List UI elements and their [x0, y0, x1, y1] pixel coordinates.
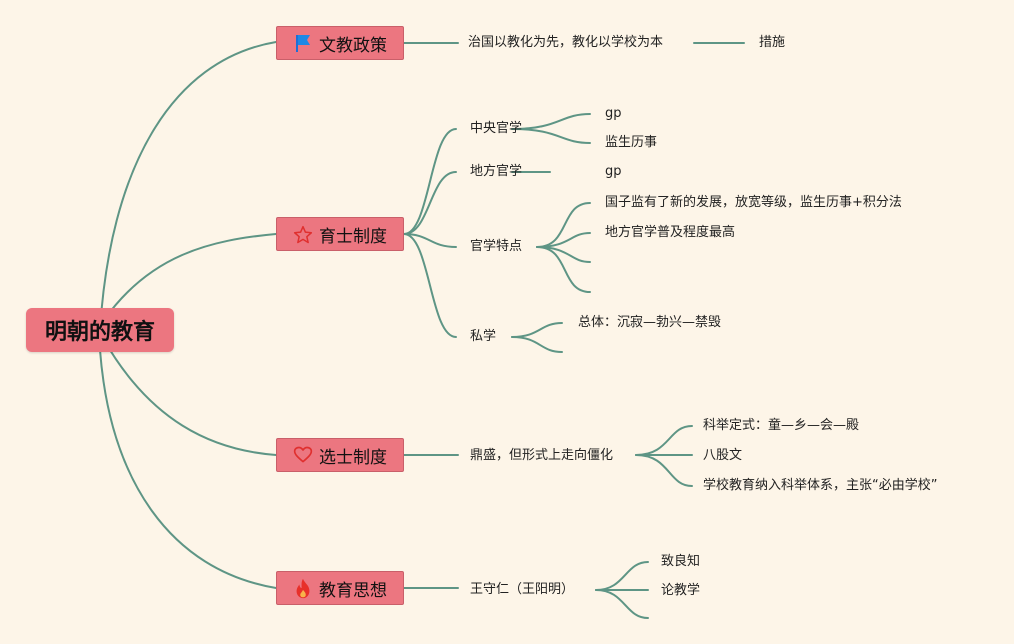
connector-b2-c3 — [403, 233, 457, 248]
connector-b4-c1-s1 — [595, 561, 649, 591]
connector-b2-c1-s2 — [511, 128, 591, 144]
topic-b4-c1[interactable]: 王守仁（王阳明） — [470, 582, 575, 597]
heart-icon — [293, 445, 313, 465]
branch-label: 文教政策 — [319, 35, 387, 56]
connector-root-branch-4 — [99, 349, 277, 589]
connector-b2-c3-s3 — [536, 246, 591, 263]
connector-b2-c3-s1 — [536, 202, 591, 248]
topic-b3-c1-s1[interactable]: 科举定式：童—乡—会—殿 — [703, 418, 860, 433]
connector-b2-c1 — [403, 128, 457, 235]
connector-b2-c2 — [403, 171, 457, 235]
topic-b1-c1-s1[interactable]: 措施 — [759, 35, 786, 50]
root-node[interactable]: 明朝的教育 — [26, 308, 174, 352]
topic-b2-c3-s1[interactable]: 国子监有了新的发展，放宽等级，监生历事+积分法 — [605, 195, 902, 210]
connector-b2-c3-s2 — [536, 232, 591, 248]
topic-b2-c1-s2[interactable]: 监生历事 — [605, 135, 658, 150]
topic-b2-c3-s2[interactable]: 地方官学普及程度最高 — [605, 225, 736, 240]
topic-b2-c1[interactable]: 中央官学 — [470, 121, 523, 136]
connector-root-branch-1 — [99, 41, 277, 331]
branch-node-4[interactable]: 教育思想 — [276, 571, 404, 605]
connector-b2-c4 — [403, 233, 457, 338]
topic-b4-c1-s1[interactable]: 致良知 — [661, 554, 701, 569]
topic-b2-c2-s1[interactable]: gp — [605, 164, 622, 179]
topic-b3-c1[interactable]: 鼎盛，但形式上走向僵化 — [470, 448, 614, 463]
topic-b2-c4[interactable]: 私学 — [470, 329, 497, 344]
topic-b4-c1-s2[interactable]: 论教学 — [661, 583, 701, 598]
connector-root-branch-2 — [103, 233, 277, 321]
topic-b2-c4-s1[interactable]: 总体：沉寂—勃兴—禁毁 — [578, 315, 722, 330]
connector-b2-c1-s1 — [511, 113, 591, 130]
topic-b2-c3[interactable]: 官学特点 — [470, 239, 523, 254]
branch-label: 育士制度 — [319, 226, 387, 247]
branch-node-3[interactable]: 选士制度 — [276, 438, 404, 472]
connector-b2-c3-s4 — [536, 246, 591, 293]
red-star-icon — [293, 224, 313, 244]
blue-flag-icon — [293, 33, 313, 53]
branch-node-1[interactable]: 文教政策 — [276, 26, 404, 60]
connector-b2-c4-s2 — [511, 336, 563, 353]
topic-b2-c2[interactable]: 地方官学 — [470, 164, 523, 179]
connector-root-branch-3 — [103, 339, 277, 456]
connector-b3-c1-s3 — [635, 454, 693, 487]
branch-label: 教育思想 — [319, 580, 387, 601]
connector-b4-c1-s3 — [595, 589, 649, 619]
root-label: 明朝的教育 — [44, 320, 155, 345]
topic-b1-c1[interactable]: 治国以教化为先，教化以学校为本 — [468, 35, 664, 50]
fire-icon — [293, 578, 313, 599]
branch-label: 选士制度 — [319, 447, 387, 468]
branch-node-2[interactable]: 育士制度 — [276, 217, 404, 251]
topic-b3-c1-s3[interactable]: 学校教育纳入科举体系，主张“必由学校” — [703, 478, 938, 493]
connector-b2-c4-s1 — [511, 322, 563, 338]
connector-b3-c1-s1 — [635, 425, 693, 456]
topic-b2-c1-s1[interactable]: gp — [605, 106, 622, 121]
topic-b3-c1-s2[interactable]: 八股文 — [703, 448, 743, 463]
